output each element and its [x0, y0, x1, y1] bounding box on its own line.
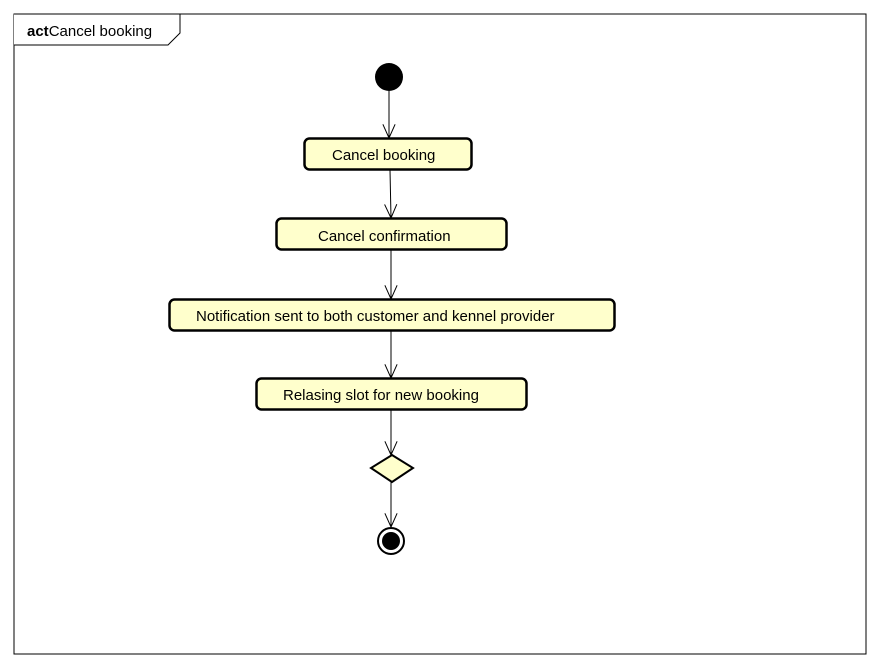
action-releasing-slot-box: [255, 377, 528, 411]
frame-name-tab: [14, 13, 181, 46]
frame-keyword: act: [27, 23, 49, 40]
final-node[interactable]: [377, 527, 405, 555]
action-notification-sent[interactable]: Notification sent to both customer and k…: [168, 298, 616, 332]
action-releasing-slot-label: Relasing slot for new booking: [283, 387, 479, 404]
initial-node[interactable]: [375, 63, 403, 91]
action-cancel-confirmation-label: Cancel confirmation: [318, 228, 451, 245]
action-cancel-booking[interactable]: Cancel booking: [303, 137, 473, 171]
final-node-core: [382, 532, 400, 550]
action-cancel-confirmation-box: [275, 217, 508, 251]
frame-title: actCancel booking: [27, 23, 152, 40]
action-cancel-booking-box: [303, 137, 473, 171]
frame-name: Cancel booking: [49, 23, 152, 40]
action-notification-sent-box: [168, 298, 616, 332]
flow-line: [389, 169, 392, 219]
action-releasing-slot[interactable]: Relasing slot for new booking: [255, 377, 528, 411]
diagram-frame: [13, 13, 867, 655]
action-cancel-confirmation[interactable]: Cancel confirmation: [275, 217, 508, 251]
action-cancel-booking-label: Cancel booking: [332, 147, 435, 164]
action-notification-sent-label: Notification sent to both customer and k…: [196, 308, 555, 325]
decision-node[interactable]: [369, 453, 415, 484]
